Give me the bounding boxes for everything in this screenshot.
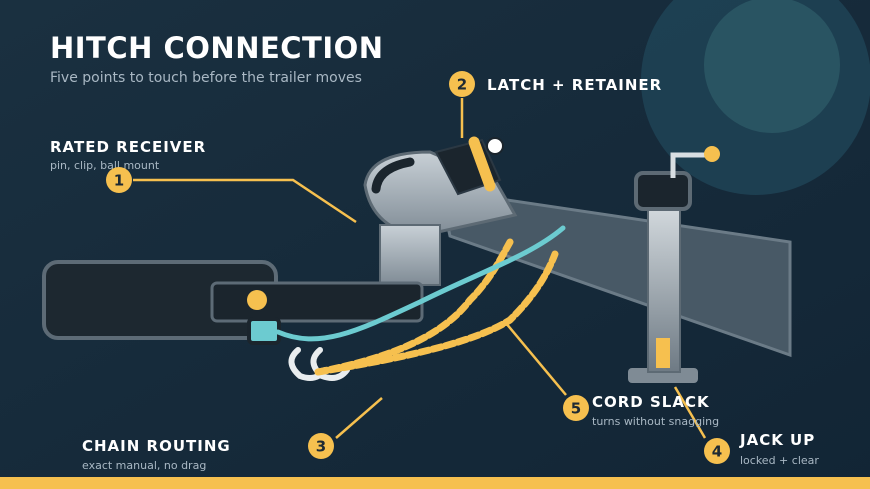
callout-1-detail: pin, clip, ball mount xyxy=(50,159,160,172)
callout-2-badge xyxy=(449,71,475,97)
callout-1-label: RATED RECEIVER xyxy=(50,138,206,156)
bottom-accent-bar xyxy=(0,477,870,489)
leader-lines xyxy=(133,98,707,439)
callout-2-label: LATCH + RETAINER xyxy=(487,76,662,94)
page-subtitle: Five points to touch before the trailer … xyxy=(50,70,362,86)
coupler-latch xyxy=(434,136,504,196)
ball-mount-post xyxy=(379,224,441,286)
electrical-cord xyxy=(275,225,566,342)
callout-5-detail: turns without snagging xyxy=(592,415,719,428)
callout-chain-routing: 3 CHAIN ROUTING exact manual, no drag xyxy=(82,433,334,472)
callout-4-badge xyxy=(704,438,730,464)
chain-hooks xyxy=(288,347,350,381)
callout-2-number: 2 xyxy=(457,76,467,94)
callout-3-detail: exact manual, no drag xyxy=(82,459,206,472)
callout-rated-receiver: RATED RECEIVER pin, clip, ball mount 1 xyxy=(50,138,206,193)
callout-4-label: JACK UP xyxy=(739,431,815,449)
callout-1-badge xyxy=(106,167,132,193)
callout-5-badge xyxy=(563,395,589,421)
electrical-plug xyxy=(247,317,281,345)
callout-3-label: CHAIN ROUTING xyxy=(82,437,231,455)
callout-latch-retainer: 2 LATCH + RETAINER xyxy=(449,71,662,97)
callout-4-detail: locked + clear xyxy=(740,454,819,467)
tongue-jack xyxy=(628,146,720,383)
callout-3-number: 3 xyxy=(316,438,326,456)
callout-4-number: 4 xyxy=(712,443,722,461)
receiver-pin-icon xyxy=(247,290,267,310)
page-title: HITCH CONNECTION xyxy=(50,31,384,65)
moon-decoration xyxy=(704,0,840,133)
callout-cord-slack: 5 CORD SLACK turns without snagging xyxy=(563,393,719,428)
callout-3-badge xyxy=(308,433,334,459)
latch-pin-icon xyxy=(486,137,504,155)
callout-5-label: CORD SLACK xyxy=(592,393,710,411)
jack-handle-knob-icon xyxy=(704,146,720,162)
callout-1-number: 1 xyxy=(114,172,124,190)
callout-jack-up: 4 JACK UP locked + clear xyxy=(704,431,819,467)
callout-5-number: 5 xyxy=(571,400,581,418)
